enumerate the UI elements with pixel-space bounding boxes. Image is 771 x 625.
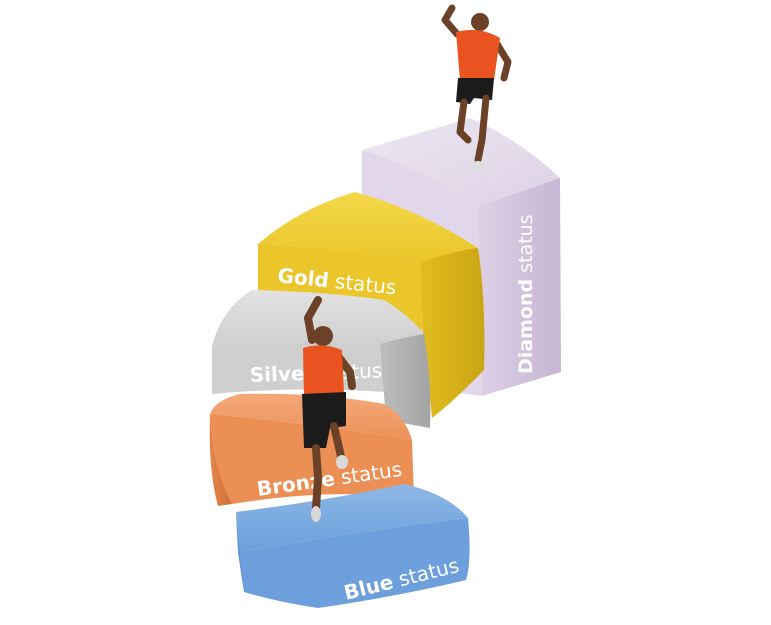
step-diamond-top <box>362 118 560 206</box>
runner-top-legs <box>456 94 490 164</box>
step-bronze-side <box>209 414 232 506</box>
step-gold-top <box>258 192 478 262</box>
runner-climbing <box>302 296 356 522</box>
step-gold-label: Gold status <box>276 263 397 299</box>
runner-top-right-arm <box>493 40 512 82</box>
runner-top <box>441 4 512 169</box>
step-gold-side <box>420 248 485 418</box>
runner-top-shoe <box>472 161 484 169</box>
runner-top-left-arm <box>441 4 461 38</box>
runner-climbing-shoe-back <box>311 506 321 522</box>
step-blue-front <box>238 518 470 608</box>
runner-top-shirt <box>456 30 500 80</box>
step-diamond-side <box>478 178 561 396</box>
step-silver-top <box>212 290 424 346</box>
runner-climbing-shorts <box>302 392 346 448</box>
runner-climbing-shoe-front <box>336 455 348 469</box>
runner-climbing-head <box>313 326 333 346</box>
runner-climbing-shirt <box>303 345 344 396</box>
step-blue-top <box>236 484 468 552</box>
step-blue: Blue status <box>236 484 470 608</box>
step-bronze-front <box>210 414 414 504</box>
runner-top-head <box>471 13 489 31</box>
step-silver-side <box>380 334 431 428</box>
step-diamond-label: Diamond status <box>515 214 537 374</box>
runner-climbing-arm-up <box>304 296 322 344</box>
step-gold: Gold status <box>258 192 485 418</box>
